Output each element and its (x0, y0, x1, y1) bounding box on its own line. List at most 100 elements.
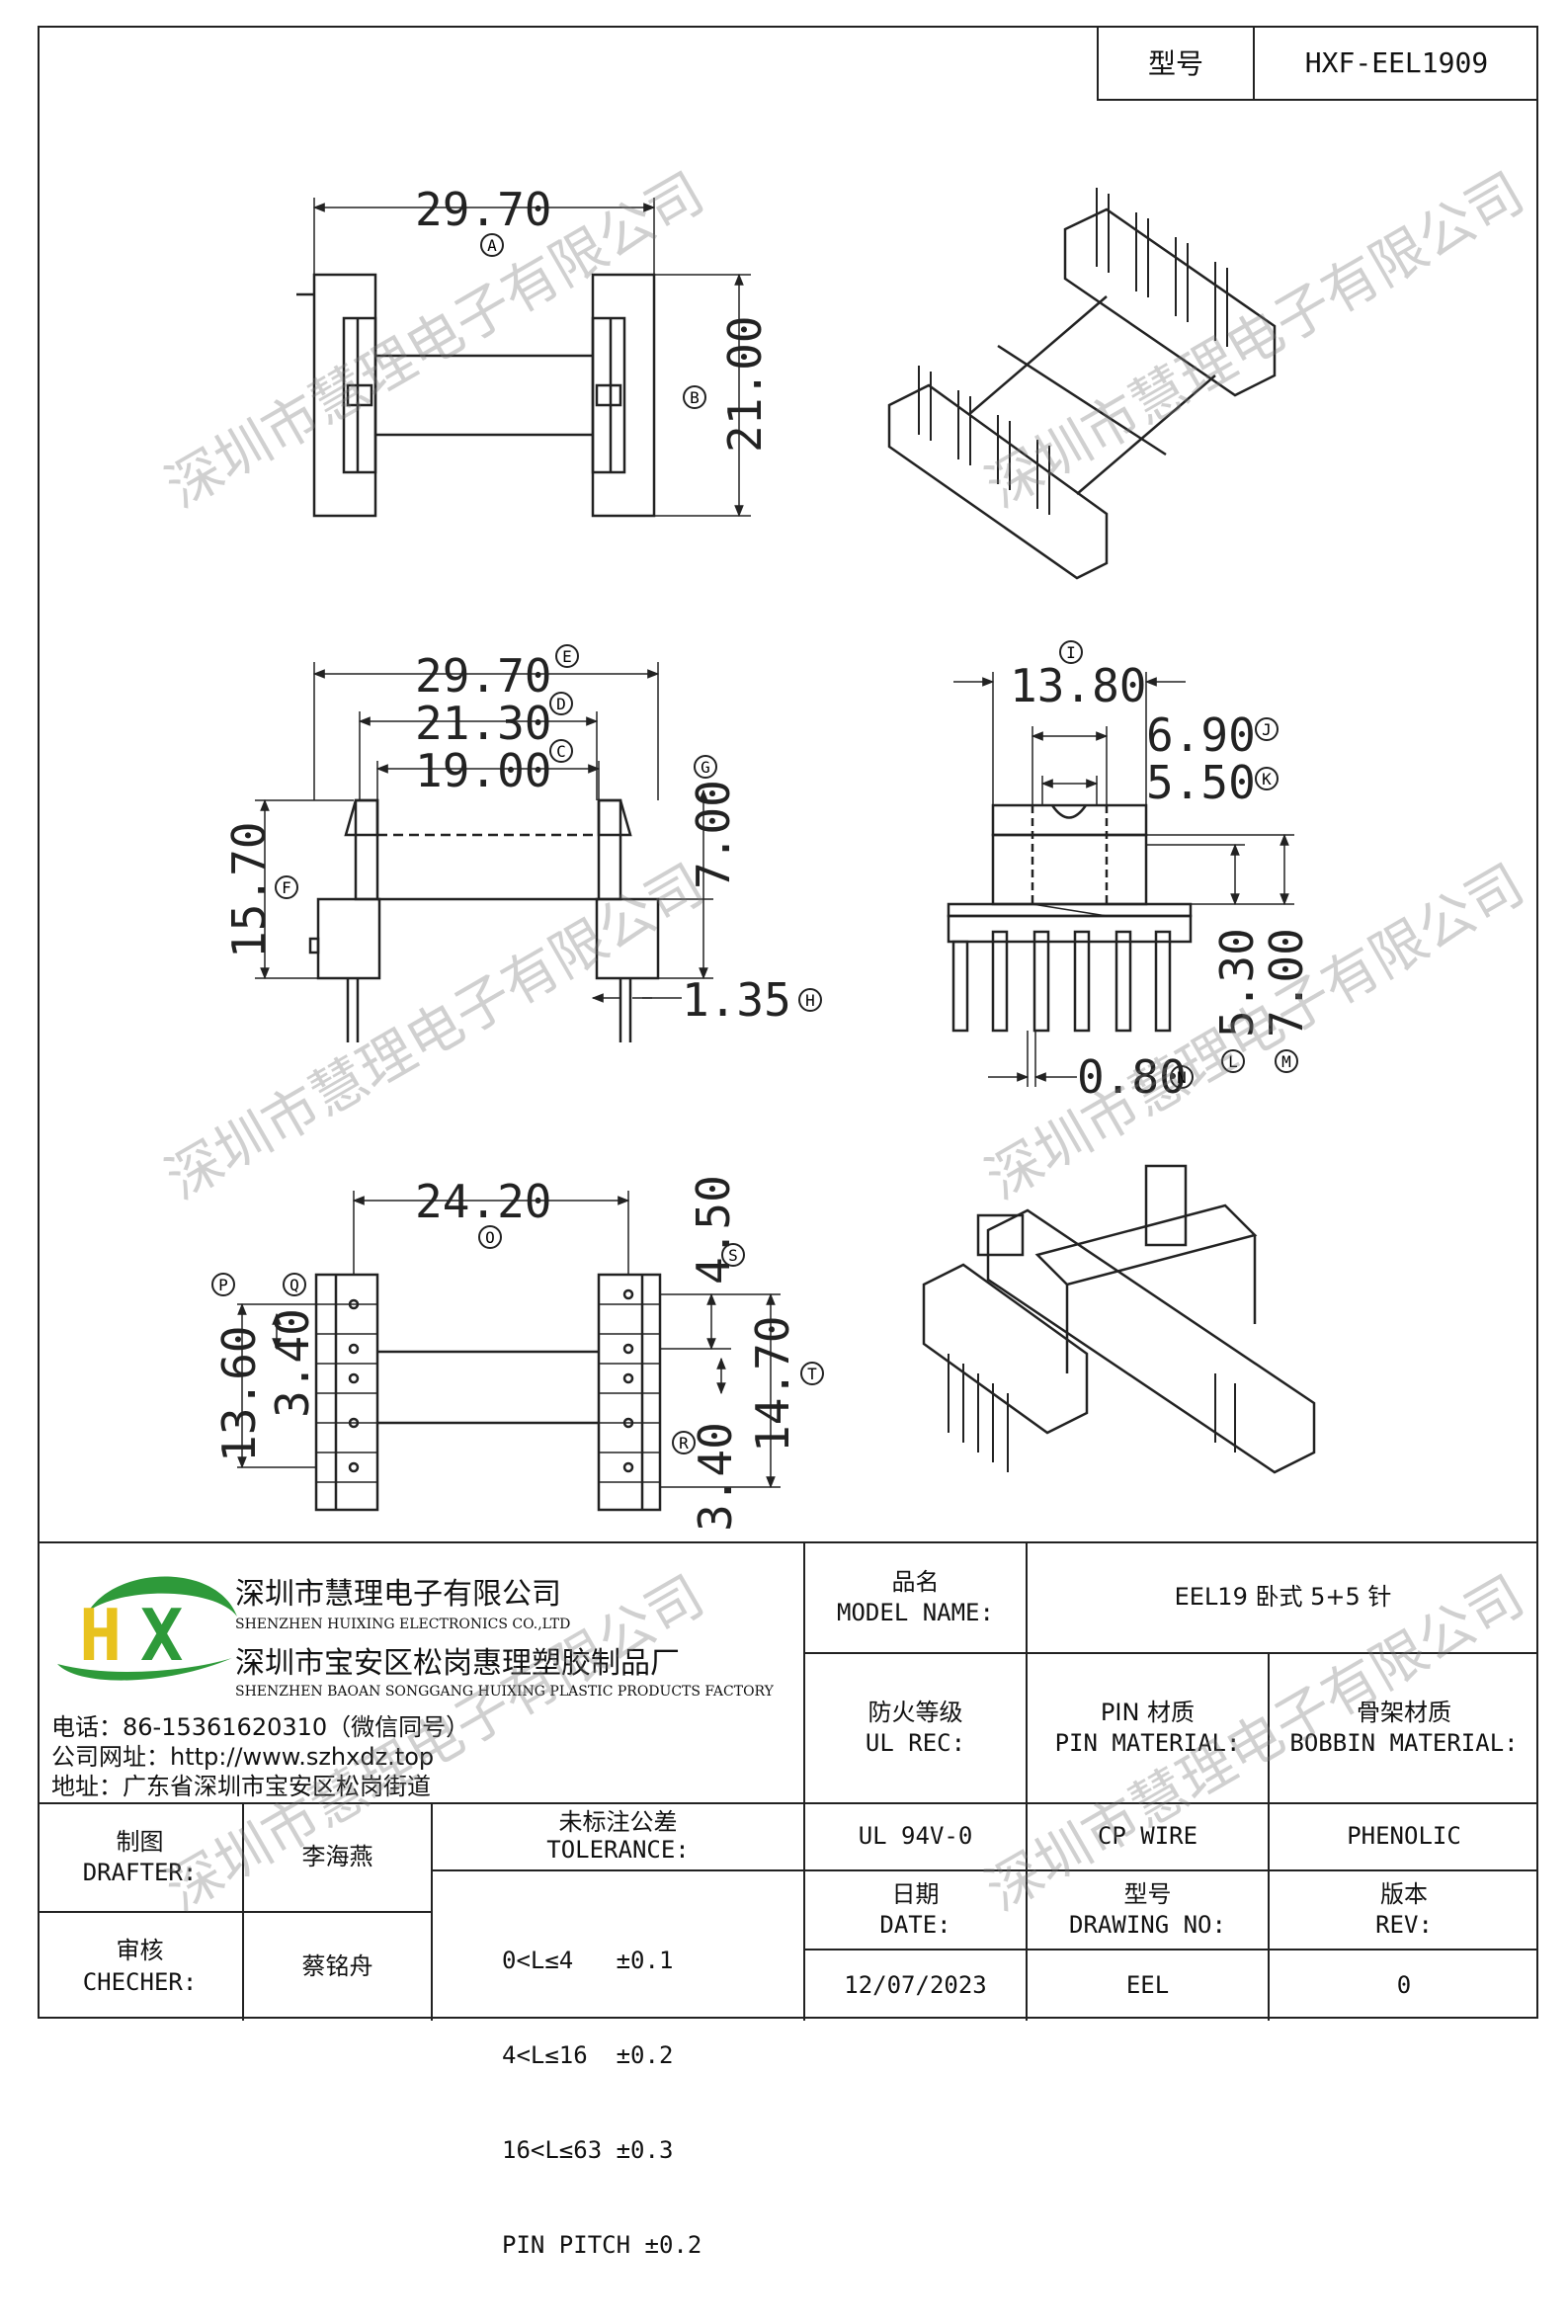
tag-l: L (1221, 1049, 1245, 1073)
svg-text:G: G (701, 758, 710, 777)
tolerance-row-4: PIN PITCH ±0.2 (502, 2231, 702, 2259)
tag-f: F (275, 875, 298, 899)
tag-r: R (672, 1431, 696, 1454)
dim-m-value: 7.00 (1260, 928, 1313, 1038)
svg-text:M: M (1281, 1052, 1291, 1071)
dim-r-value: 3.40 (689, 1422, 742, 1532)
drawing-frame (38, 26, 1538, 2019)
tag-p: P (211, 1273, 235, 1296)
dim-l-value: 5.30 (1210, 928, 1264, 1038)
side-view (255, 662, 713, 1042)
svg-text:J: J (1262, 720, 1272, 739)
ul-rec-value: UL 94V-0 (858, 1822, 973, 1851)
svg-text:S: S (728, 1246, 738, 1265)
dim-d-value: 21.30 (415, 697, 551, 750)
dim-a-value: 29.70 (415, 183, 551, 236)
tag-s: S (721, 1243, 745, 1267)
drawing-no-value: EEL (1125, 1970, 1170, 1999)
tag-d: D (549, 692, 573, 715)
svg-text:C: C (556, 742, 566, 761)
end-view (947, 672, 1294, 1087)
model-header-box: 型号 HXF-EEL1909 (1097, 26, 1538, 101)
logo-swoosh-icon (57, 1658, 232, 1681)
tag-j: J (1255, 717, 1279, 741)
company-name-en: SHENZHEN HUIXING ELECTRONICS CO.,LTD (235, 1617, 571, 1632)
bottom-view (237, 1191, 781, 1512)
logo-arc-icon (89, 1576, 237, 1617)
tolerance-row-3: 16<L≤63 ±0.3 (502, 2136, 674, 2164)
company-logo: H X (49, 1569, 247, 1686)
drafter-name: 李海燕 (301, 1843, 373, 1871)
checker-name: 蔡铭舟 (301, 1951, 373, 1980)
dim-s-value: 4.50 (687, 1175, 740, 1285)
logo-x: X (140, 1594, 183, 1677)
tag-q: Q (283, 1273, 306, 1296)
tag-i: I (1059, 640, 1083, 664)
iso-view-bottom (922, 1164, 1316, 1474)
svg-text:H: H (805, 991, 815, 1010)
model-name-value: EEL19 卧式 5+5 针 (1174, 1583, 1392, 1612)
dim-j-value: 6.90 (1146, 708, 1256, 762)
svg-text:P: P (218, 1276, 228, 1294)
iso-view-top (887, 188, 1277, 580)
factory-name-cn: 深圳市宝安区松岗惠理塑胶制品厂 (235, 1646, 680, 1681)
tag-a: A (480, 233, 504, 257)
dim-i-value: 13.80 (1010, 659, 1146, 712)
company-website[interactable]: 公司网址：http://www.szhxdz.top (51, 1743, 435, 1771)
tag-n: N (1170, 1065, 1194, 1089)
model-header-label: 型号 (1099, 26, 1255, 99)
svg-text:K: K (1262, 770, 1272, 788)
tolerance-row-2: 4<L≤16 ±0.2 (502, 2041, 674, 2069)
svg-text:Q: Q (289, 1276, 299, 1294)
tag-g: G (694, 755, 717, 779)
rev-value: 0 (1396, 1970, 1412, 1999)
svg-text:A: A (487, 236, 497, 255)
dim-n-value: 0.80 (1077, 1050, 1187, 1104)
tolerance-list: 0<L≤4 ±0.1 4<L≤16 ±0.2 16<L≤63 ±0.3 PIN … (502, 1881, 701, 2324)
bobbin-material-value: PHENOLIC (1347, 1822, 1461, 1851)
svg-text:L: L (1228, 1052, 1238, 1071)
dim-k-value: 5.50 (1146, 756, 1256, 809)
tag-t: T (800, 1362, 824, 1385)
tag-b: B (683, 385, 706, 409)
company-address: 地址：广东省深圳市宝安区松岗街道 (51, 1773, 431, 1800)
tag-m: M (1275, 1049, 1298, 1073)
dim-c-value: 19.00 (415, 744, 551, 797)
company-phone: 电话：86-15361620310（微信同号） (51, 1713, 470, 1741)
tag-o: O (478, 1225, 502, 1249)
tag-c: C (549, 739, 573, 763)
svg-text:B: B (690, 388, 700, 407)
dim-e-value: 29.70 (415, 649, 551, 703)
dim-g-value: 7.00 (687, 780, 740, 889)
dim-t-value: 14.70 (746, 1316, 799, 1452)
tag-k: K (1255, 767, 1279, 790)
svg-text:F: F (282, 878, 291, 897)
top-view (296, 198, 751, 518)
technical-drawing: 29.70 21.00 29.70 21.30 19.00 15.70 7.00… (211, 183, 1316, 1532)
tolerance-row-1: 0<L≤4 ±0.1 (502, 1947, 674, 1974)
svg-text:T: T (807, 1365, 817, 1383)
svg-text:N: N (1177, 1068, 1187, 1087)
pin-material-value: CP WIRE (1097, 1822, 1198, 1851)
date-value: 12/07/2023 (844, 1970, 987, 1999)
factory-name-en: SHENZHEN BAOAN SONGGANG HUIXING PLASTIC … (235, 1684, 774, 1700)
model-header-value: HXF-EEL1909 (1304, 45, 1489, 79)
svg-text:R: R (679, 1434, 689, 1452)
dim-h-value: 1.35 (682, 973, 791, 1027)
dim-f-value: 15.70 (222, 822, 276, 958)
company-name-cn: 深圳市慧理电子有限公司 (235, 1577, 561, 1612)
tag-h: H (798, 988, 822, 1012)
dim-b-value: 21.00 (718, 316, 772, 453)
company-block: H X 深圳市慧理电子有限公司 SHENZHEN HUIXING ELECTRO… (38, 1543, 803, 1802)
dim-p-value: 13.60 (212, 1326, 266, 1462)
